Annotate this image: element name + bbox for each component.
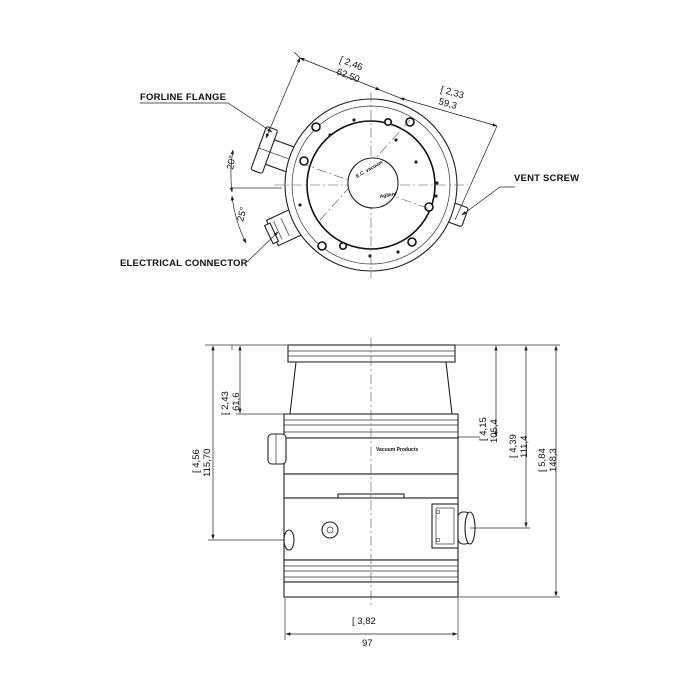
width-in: [ 3,82 — [352, 616, 376, 627]
width-mm: 97 — [362, 638, 373, 649]
label-electrical-connector: ELECTRICAL CONNECTOR — [120, 258, 248, 269]
dim-top-right-mm: 59,3 — [437, 96, 458, 112]
side-view-dimensions: [ 2,43 61,6 [ 4,56 115,70 [ 4,15 105,4 [… — [191, 391, 559, 649]
forline-port-side — [267, 433, 287, 465]
dim-b-mm: 115,70 — [202, 449, 213, 477]
center-label — [347, 157, 399, 209]
dim-d-in: [ 4,39 — [508, 434, 519, 458]
center-text-2: Agilent — [379, 191, 397, 200]
dim-d-mm: 111,4 — [519, 436, 530, 458]
side-view: Vacuum Products — [205, 338, 560, 640]
dim-b-in: [ 4,56 — [191, 449, 202, 473]
dim-c-in: [ 4,15 — [478, 417, 489, 441]
label-forline-flange: FORLINE FLANGE — [140, 92, 226, 103]
dim-e-mm: 148,3 — [548, 448, 559, 472]
side-body-text: Vacuum Products — [376, 447, 418, 453]
dim-a-in: [ 2,43 — [220, 391, 231, 415]
dim-a-mm: 61,6 — [231, 393, 242, 412]
dim-e-in: [ 5,84 — [537, 448, 548, 472]
side-connector — [431, 503, 476, 549]
angle-upper: 20° — [225, 154, 238, 170]
dim-c-mm: 105,4 — [489, 419, 500, 443]
label-vent-screw: VENT SCREW — [514, 173, 579, 184]
angle-lower: 25° — [235, 206, 249, 223]
top-view: E.C. vacuum Agilent [ 2,46 62,50 [ 2,33 … — [140, 51, 515, 278]
side-port-hole — [321, 521, 339, 539]
